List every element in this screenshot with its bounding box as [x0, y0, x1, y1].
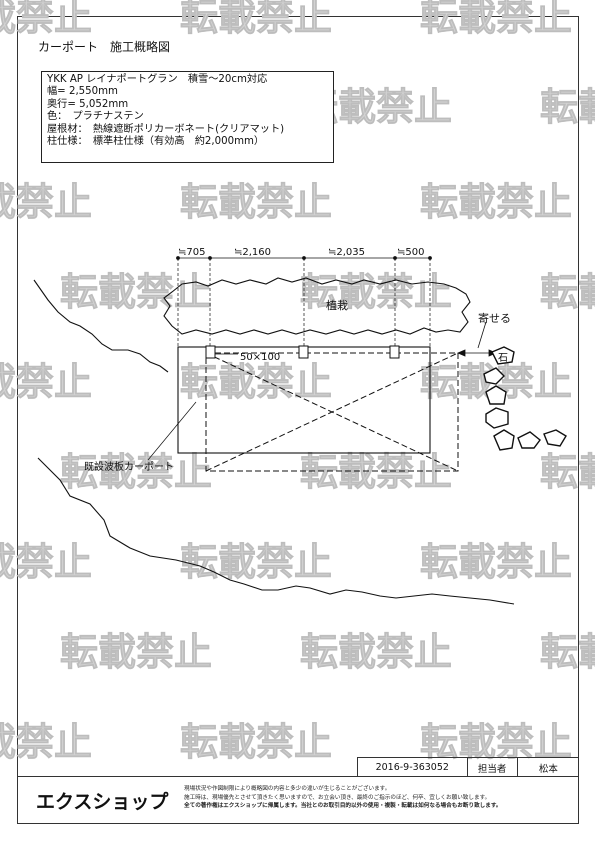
footer-divider [17, 776, 579, 777]
shift-label: 寄せる [478, 311, 511, 325]
spec-width: 幅= 2,550mm [47, 86, 118, 98]
title-block: 2016-9-363052 担当者 松本 [357, 757, 579, 777]
spec-color: 色： プラチナステン [47, 111, 144, 123]
note-1: 現場状況や作図制限により概略図の内容と多少の違いが生じることがございます。 [184, 786, 391, 792]
stone-label: 石 [498, 353, 508, 364]
post-2 [298, 345, 309, 359]
post-size-label: 50×100 [240, 352, 280, 363]
spec-model: YKK AP レイナポートグラン 積雪～20cm対応 [47, 74, 268, 85]
spec-depth: 奥行= 5,052mm [47, 98, 129, 110]
spec-post: 柱仕様： 標準柱仕様（有効高 約2,000mm） [47, 136, 265, 148]
post-1 [205, 345, 216, 359]
planting-label: 植栽 [326, 298, 348, 312]
drawing-frame [17, 16, 579, 824]
stone-6 [517, 431, 541, 449]
document-number: 2016-9-363052 [358, 758, 468, 777]
existing-carport-label: 既設波板カーポート [84, 460, 174, 473]
boundary-line-top [33, 279, 169, 373]
new-carport-outline [205, 352, 459, 472]
post-3 [389, 345, 400, 359]
spec-box: YKK AP レイナポートグラン 積雪～20cm対応 幅= 2,550mm 奥行… [41, 71, 334, 163]
note-2: 施工時は、現場優先とさせて頂きたく思いますので、お立会い頂き、最終のご指示のほど… [184, 794, 491, 801]
footer-notes: 現場状況や作図制限により概略図の内容と多少の違いが生じることがございます。 施工… [184, 785, 502, 811]
stone-3 [485, 385, 507, 405]
existing-carport-outline [177, 346, 431, 454]
spec-roof: 屋根材： 熱線遮断ポリカーボネート(クリアマット) [47, 123, 285, 135]
dim-4: ≒500 [397, 247, 424, 258]
dim-1: ≒705 [178, 247, 205, 258]
stone-1 [491, 346, 515, 365]
page-title: カーポート 施工概略図 [38, 40, 171, 54]
dim-2: ≒2,160 [234, 247, 271, 258]
company-logo: エクスショップ [36, 791, 169, 813]
stone-2 [483, 367, 505, 385]
planting-outline [163, 277, 471, 335]
person-name: 松本 [538, 763, 558, 775]
stone-7 [543, 429, 567, 447]
note-3: 全ての著作権はエクスショップに帰属します。当社とのお取引目的以外の使用・複製・転… [184, 803, 502, 810]
boundary-line-bottom [37, 457, 515, 605]
dim-3: ≒2,035 [328, 247, 365, 258]
stone-4 [485, 407, 509, 429]
person-label: 担当者 [468, 758, 518, 777]
stone-5 [493, 429, 515, 451]
